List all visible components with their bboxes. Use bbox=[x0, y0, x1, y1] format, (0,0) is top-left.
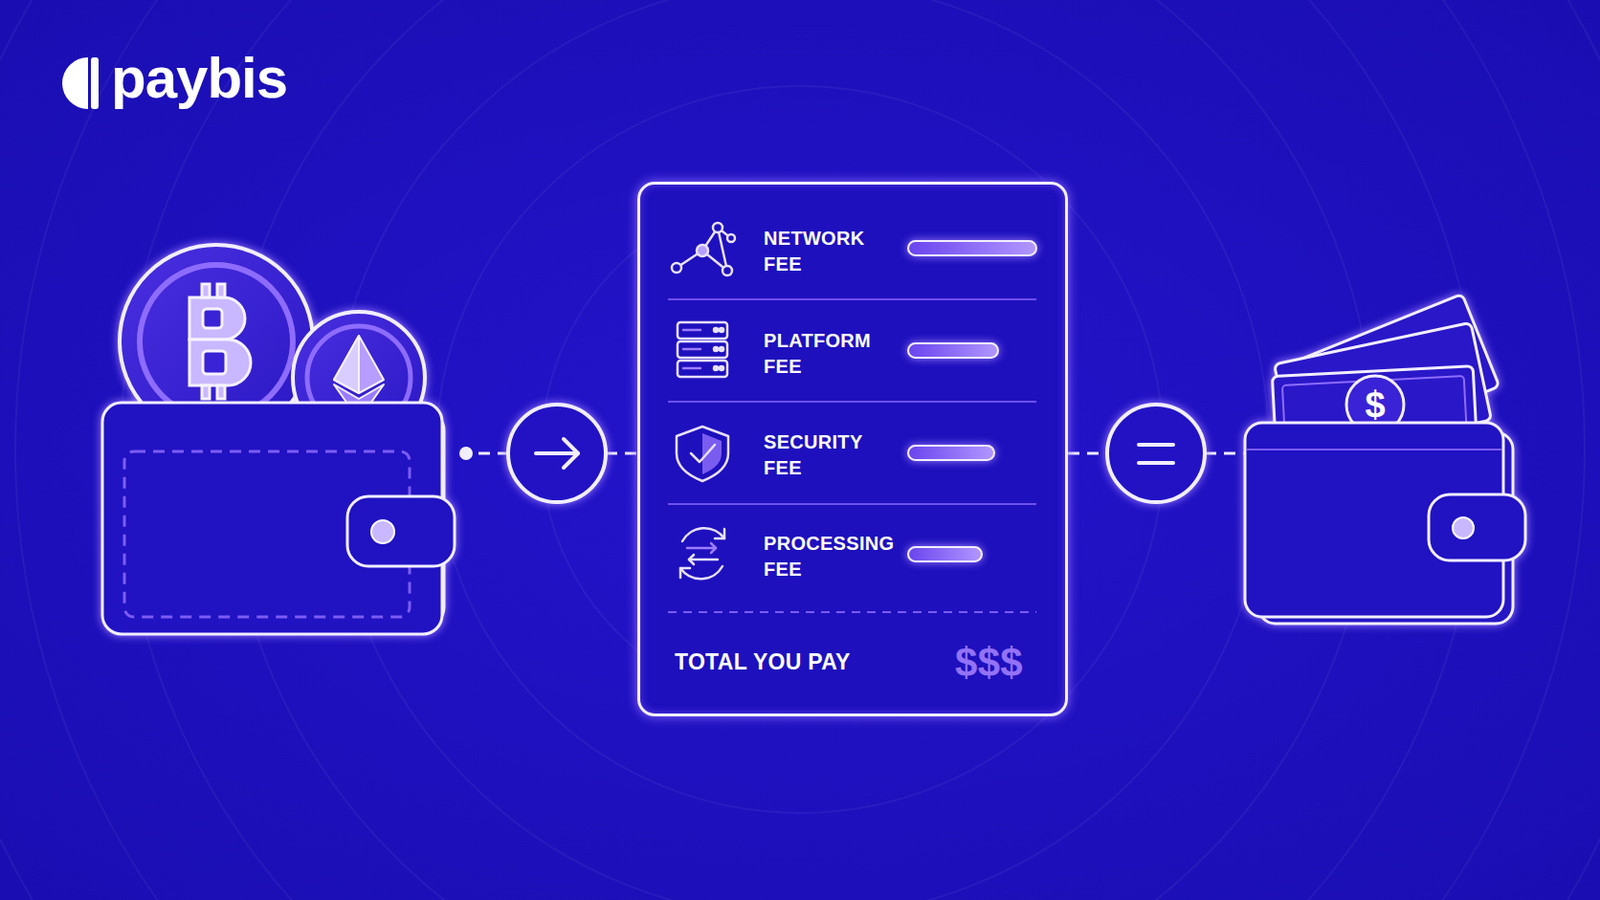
fee-name: PROCESSING FEE bbox=[763, 531, 894, 583]
fee-card: NETWORK FEE PLATFORM FEE SECURITY FEE PROCE… bbox=[637, 181, 1068, 717]
fee-bars bbox=[908, 241, 1037, 562]
logo-mark bbox=[62, 57, 99, 110]
arrow-symbol bbox=[508, 404, 606, 503]
fee-icons bbox=[671, 222, 735, 579]
fee-name: SECURITY FEE bbox=[763, 429, 863, 482]
server-icon bbox=[677, 322, 728, 378]
cash-wallet bbox=[1244, 293, 1526, 624]
network-icon bbox=[671, 222, 735, 276]
total-amount: $$$ bbox=[955, 636, 1023, 691]
dollar-sign: $ bbox=[1364, 386, 1385, 423]
equals-symbol bbox=[1107, 404, 1205, 503]
row-separators bbox=[667, 299, 1037, 613]
card-fill bbox=[637, 181, 1068, 717]
brand-name: paybis bbox=[111, 49, 288, 108]
fee-name: NETWORK FEE bbox=[763, 225, 865, 278]
shield-icon bbox=[676, 426, 729, 482]
processing-icon bbox=[680, 528, 725, 579]
fee-name: PLATFORM FEE bbox=[763, 328, 871, 380]
total-label: TOTAL YOU PAY bbox=[674, 647, 851, 678]
crypto-wallet bbox=[102, 244, 455, 635]
